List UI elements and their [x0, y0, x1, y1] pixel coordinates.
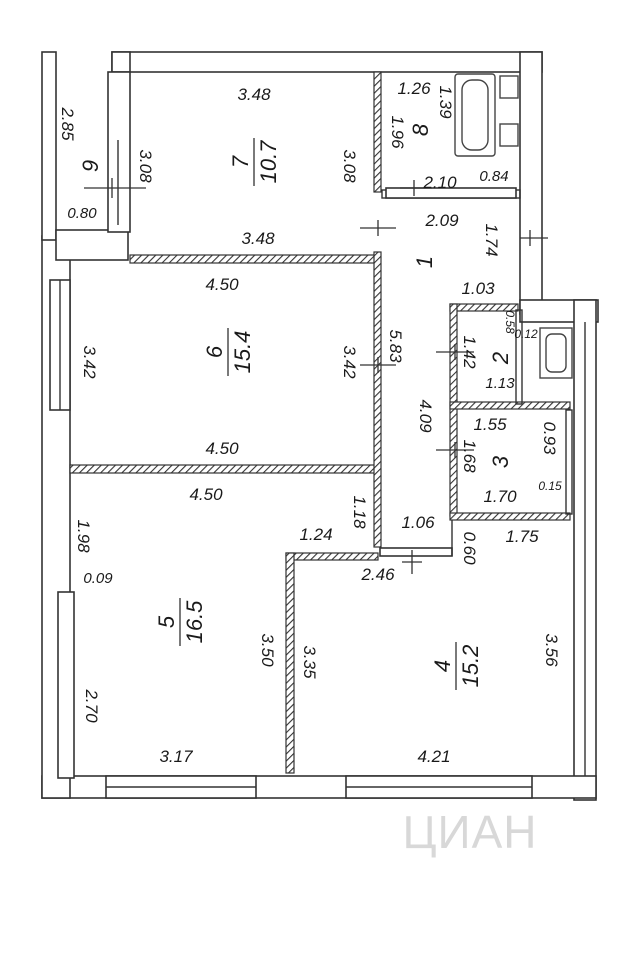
dim-r4-bottom: 4.21 — [417, 747, 450, 766]
room-number: 6 — [202, 345, 227, 358]
wall-r6-r5 — [69, 464, 377, 474]
sink-icon — [499, 123, 519, 147]
room-number: 7 — [228, 155, 253, 168]
room-7-label: 7 10.7 — [228, 138, 281, 186]
wall-r6-hall — [373, 251, 382, 548]
room-number-9: 9 — [78, 160, 103, 172]
room-number-2: 2 — [488, 352, 513, 365]
dim-r7-right: 3.08 — [340, 149, 359, 183]
dim-r5-left-gap: 0.09 — [83, 570, 113, 587]
dim-r2-a: 0.58 — [503, 310, 517, 334]
dim-hall-top: 2.09 — [424, 211, 459, 230]
dim-r3-d: 1.70 — [483, 487, 517, 506]
dim-r6-right: 3.42 — [340, 345, 359, 379]
room-number: 5 — [154, 615, 179, 628]
dim-r5-left-lower: 2.70 — [82, 688, 101, 723]
wall-r3-r4 — [449, 512, 571, 521]
watermark: ЦИАН — [403, 806, 538, 858]
dim-r3-e: 0.15 — [538, 479, 562, 493]
dimensions: 3.48 3.48 3.08 3.08 4.50 4.50 3.42 3.42 … — [58, 79, 562, 766]
wall-r2-r3 — [449, 401, 571, 410]
room-area: 15.4 — [230, 331, 255, 374]
wall-r5-notch — [285, 552, 379, 561]
dim-r5-notch-h: 1.24 — [299, 525, 332, 544]
window-left-lower — [57, 591, 75, 779]
right-wall-upper — [519, 51, 543, 315]
dim-r5-top: 4.50 — [189, 485, 223, 504]
outer-walls — [41, 51, 599, 801]
dim-r4-right: 3.56 — [542, 633, 561, 667]
dim-r2-d: 1.13 — [485, 375, 515, 392]
top-wall-cap — [111, 51, 131, 73]
room-area: 16.5 — [182, 600, 207, 644]
wall-r2-left — [449, 303, 458, 517]
room-area: 10.7 — [256, 140, 281, 184]
dim-r4-top-left: 2.46 — [360, 565, 395, 584]
balcony-outer-wall — [41, 51, 57, 241]
wall-r5-r4 — [285, 552, 295, 774]
wall-r3-right — [565, 409, 573, 515]
dim-corridor-length: 5.83 — [386, 329, 405, 363]
dim-r3-c: 1.68 — [460, 439, 479, 473]
room-4-label: 4 15.2 — [430, 642, 483, 690]
dim-r7-left: 3.08 — [136, 149, 155, 183]
opening-markers — [84, 178, 548, 574]
dim-r8-c: 1.96 — [388, 115, 407, 149]
room-number-1: 1 — [412, 256, 437, 268]
dim-r8-e: 0.84 — [479, 168, 508, 185]
dim-r2-c: 1.42 — [460, 335, 479, 369]
wall-corridor-bottom — [379, 547, 453, 557]
balcony-inner-wall — [107, 71, 131, 233]
dim-r4-top-right: 1.75 — [505, 527, 539, 546]
interior-walls — [69, 71, 573, 774]
room-5-label: 5 16.5 — [154, 598, 207, 646]
room-6-label: 6 15.4 — [202, 328, 255, 376]
balcony-bottom-wall — [55, 229, 129, 261]
washing-machine-icon — [499, 75, 519, 99]
wall-bath8-base — [385, 187, 517, 199]
dim-r3-a: 1.55 — [473, 415, 507, 434]
room-number: 4 — [430, 660, 455, 672]
dim-r3-b: 0.93 — [540, 421, 559, 455]
dim-r4-left: 3.35 — [300, 645, 319, 679]
dim-r2-b: 0.12 — [514, 327, 538, 341]
dim-corridor-step: 0.60 — [460, 531, 479, 565]
dim-r8-a: 1.26 — [397, 79, 431, 98]
room-number-3: 3 — [488, 455, 513, 468]
wall-r2-right — [515, 309, 523, 405]
dim-r8-b: 1.39 — [436, 85, 455, 119]
dim-hall-mid: 1.03 — [461, 279, 495, 298]
dim-r5-bottom: 3.17 — [159, 747, 193, 766]
dim-corridor-lower: 4.09 — [416, 399, 435, 433]
dim-r7-bottom: 3.48 — [241, 229, 275, 248]
dim-r6-left: 3.42 — [80, 345, 99, 379]
dim-r7-top: 3.48 — [237, 85, 271, 104]
dim-r5-notch-v: 1.18 — [350, 495, 369, 529]
wall-r7-r6 — [129, 254, 377, 264]
dim-r6-bottom: 4.50 — [205, 439, 239, 458]
room-area: 15.2 — [458, 645, 483, 688]
fixtures — [454, 73, 573, 379]
dim-r5-left-upper: 1.98 — [74, 519, 93, 553]
top-wall — [111, 51, 543, 73]
dim-r5-right: 3.50 — [258, 633, 277, 667]
room-number-8: 8 — [408, 123, 433, 136]
dim-hall-right: 1.74 — [482, 223, 501, 256]
dim-balcony-width: 0.80 — [67, 205, 97, 222]
dim-balcony-length: 2.85 — [58, 106, 77, 141]
dim-r6-top: 4.50 — [205, 275, 239, 294]
dim-corridor-bottom: 1.06 — [401, 513, 435, 532]
wall-r7-hall — [373, 71, 382, 193]
dim-r8-d: 2.10 — [422, 173, 457, 192]
